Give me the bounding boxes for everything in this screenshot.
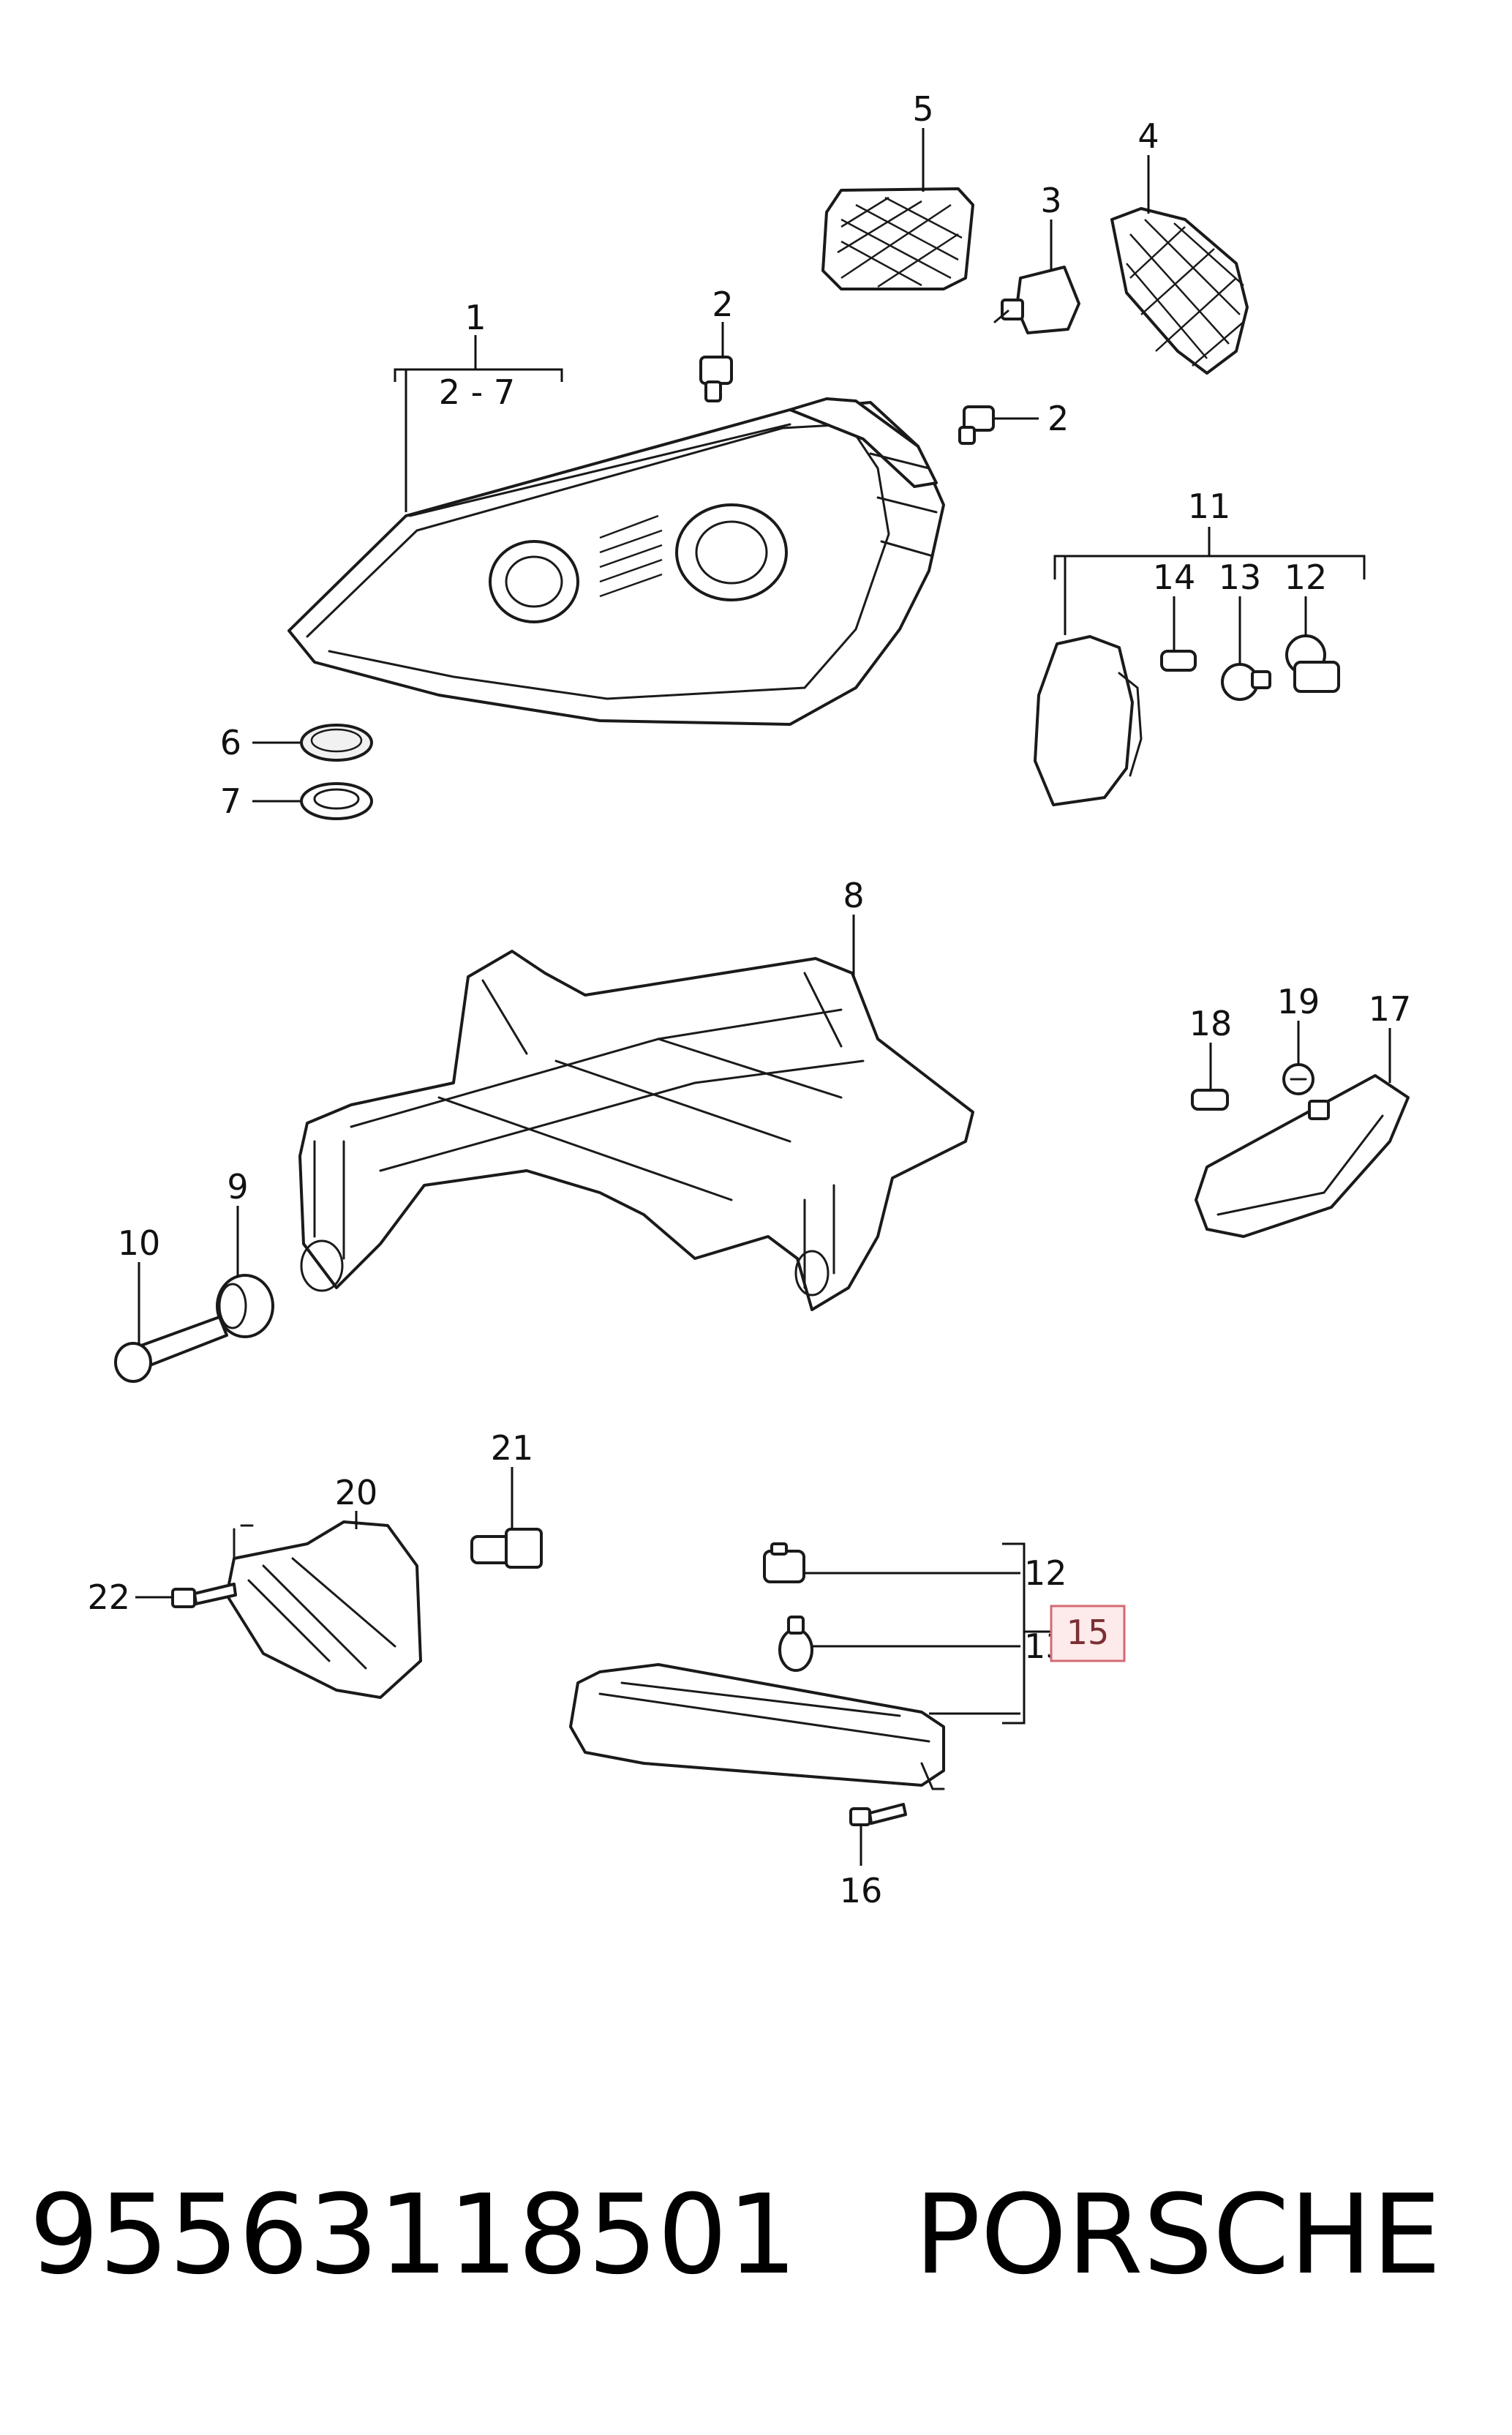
indicator-light (569, 1663, 945, 1790)
callout-15: 15 (1067, 1613, 1110, 1652)
callout-6: 6 (220, 723, 241, 762)
cover-grille-4 (1110, 207, 1249, 375)
screw-19 (1282, 1063, 1314, 1095)
mounting-frame (298, 950, 974, 1311)
cover-grille-5 (821, 187, 974, 290)
bulb-socket-12b (763, 1542, 805, 1583)
headlight-assembly (287, 397, 945, 726)
bulb-socket-2b (958, 405, 995, 445)
callout-22: 22 (87, 1577, 130, 1617)
callout-9: 9 (227, 1167, 248, 1207)
callout-11: 11 (1188, 487, 1231, 526)
callout-7: 7 (220, 781, 241, 821)
rubber-bushing (216, 1274, 274, 1338)
levelling-motor (993, 266, 1080, 334)
callout-1-range: 2 - 7 (439, 372, 515, 412)
bulb-14 (1160, 650, 1197, 672)
halogen-bulb-21 (470, 1528, 543, 1569)
callout-14: 14 (1153, 558, 1196, 597)
callout-18: 18 (1189, 1004, 1233, 1043)
callout-21: 21 (491, 1428, 534, 1468)
cap-6 (300, 724, 373, 762)
callout-12b: 12 (1024, 1553, 1067, 1593)
highlight-box-15 (1050, 1605, 1126, 1662)
screw-22 (171, 1583, 237, 1608)
cap-7 (300, 782, 373, 820)
bulb-13b (778, 1616, 813, 1672)
callout-1: 1 (464, 298, 486, 337)
callout-13a: 13 (1219, 558, 1262, 597)
bracket-15 (1002, 1542, 1026, 1725)
callout-20: 20 (335, 1473, 378, 1512)
callout-2a: 2 (712, 285, 733, 324)
callout-10: 10 (118, 1223, 161, 1263)
footer: 95563118501 PORSCHE (0, 2162, 1512, 2308)
side-marker-light (1034, 635, 1143, 806)
callout-3: 3 (1040, 181, 1061, 220)
callout-12a: 12 (1285, 558, 1328, 597)
mounting-bolt (114, 1316, 228, 1383)
bulb-13a (1221, 663, 1271, 701)
side-repeater (1195, 1074, 1410, 1238)
screw-16 (849, 1803, 907, 1826)
callout-4: 4 (1137, 116, 1159, 156)
callout-8: 8 (843, 876, 864, 915)
callout-17: 17 (1369, 989, 1412, 1029)
fog-light (225, 1520, 422, 1699)
callout-2b: 2 (1048, 399, 1069, 438)
callout-19: 19 (1277, 982, 1320, 1021)
callout-5: 5 (912, 89, 933, 129)
bulb-socket-12a (1285, 634, 1340, 693)
bracket-1 (394, 368, 563, 382)
bulb-socket-2a (699, 356, 733, 402)
brand-name: PORSCHE (914, 2172, 1442, 2299)
bulb-18 (1191, 1089, 1229, 1111)
callout-16: 16 (840, 1871, 883, 1910)
part-number: 95563118501 (29, 2172, 797, 2299)
